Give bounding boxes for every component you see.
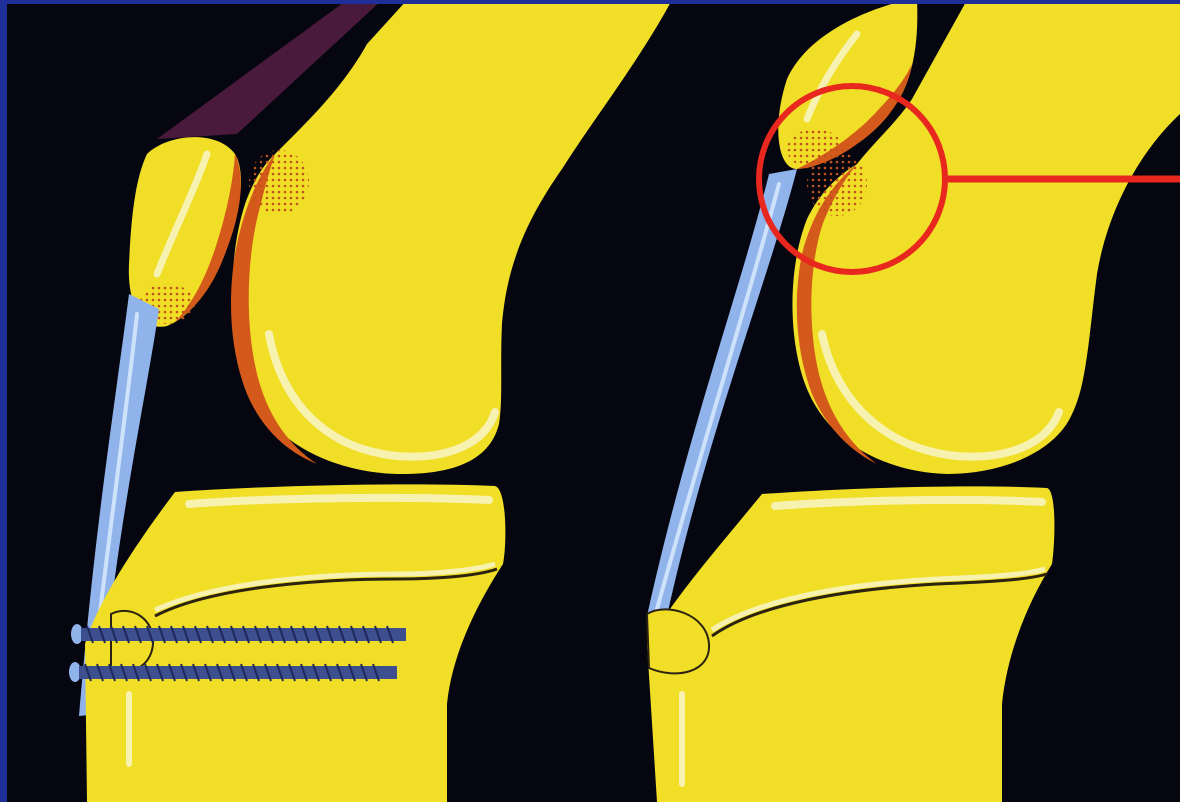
femur-callus (249, 150, 309, 214)
slide-canvas (7, 4, 1180, 802)
patella-callus-right (787, 129, 843, 169)
left-knee-panel (69, 4, 672, 802)
knee-illustration (7, 4, 1180, 802)
right-knee-panel (647, 4, 1180, 802)
